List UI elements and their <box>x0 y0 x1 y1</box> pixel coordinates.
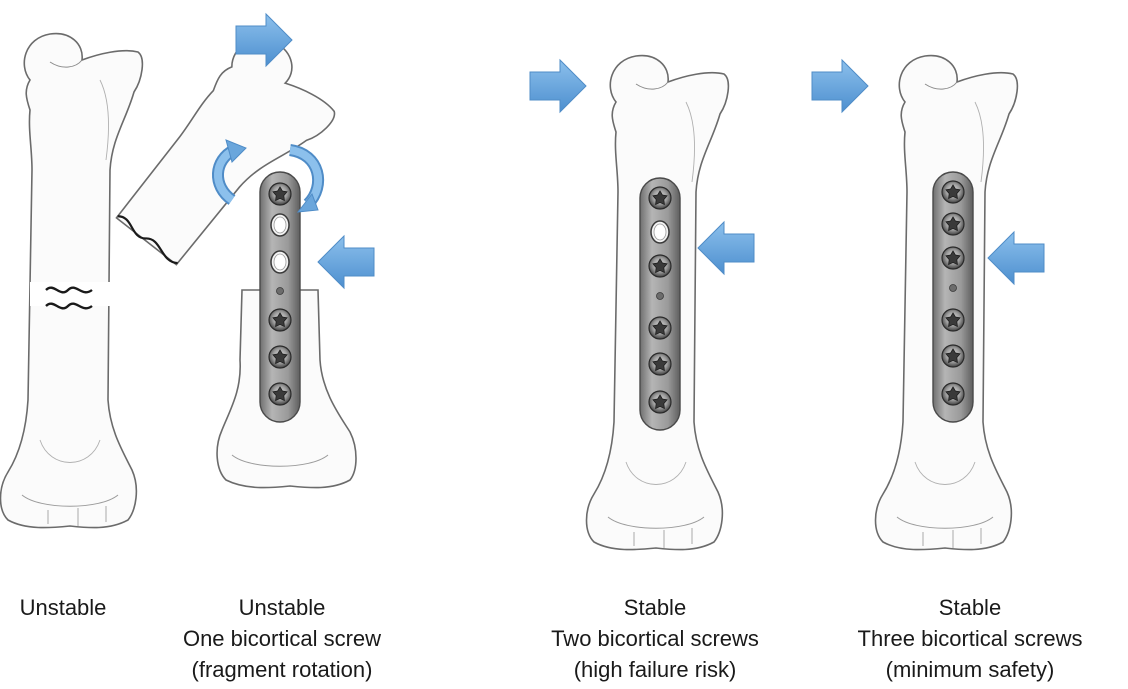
panel-1-femur <box>1 34 143 528</box>
caption-panel-2: Unstable One bicortical screw (fragment … <box>152 592 412 685</box>
small-hole-icon <box>277 288 284 295</box>
locking-screw-icon <box>942 181 964 203</box>
locking-screw-icon <box>649 187 671 209</box>
stability-label: Unstable <box>0 592 126 623</box>
screw-count-label: One bicortical screw <box>152 623 412 654</box>
blue-push-arrow-icon <box>988 232 1044 284</box>
locking-screw-icon <box>269 383 291 405</box>
locking-screw-icon <box>649 391 671 413</box>
blue-push-arrow-icon <box>812 60 868 112</box>
blue-push-arrow-icon <box>530 60 586 112</box>
locking-screw-icon <box>942 309 964 331</box>
locking-screw-icon <box>269 309 291 331</box>
note-label: (high failure risk) <box>510 654 800 685</box>
femur-illustration-1 <box>1 34 143 528</box>
stability-label: Stable <box>510 592 800 623</box>
note-label: (minimum safety) <box>820 654 1120 685</box>
caption-panel-3: Stable Two bicortical screws (high failu… <box>510 592 800 685</box>
empty-hole-icon <box>271 214 289 236</box>
blue-push-arrow-icon <box>318 236 374 288</box>
stability-label: Unstable <box>152 592 412 623</box>
locking-screw-icon <box>942 247 964 269</box>
locking-screw-icon <box>269 183 291 205</box>
blue-push-arrow-icon <box>698 222 754 274</box>
screw-count-label: Two bicortical screws <box>510 623 800 654</box>
panel-2-femur <box>110 14 374 488</box>
locking-screw-icon <box>942 345 964 367</box>
caption-panel-4: Stable Three bicortical screws (minimum … <box>820 592 1120 685</box>
panel-4-femur <box>812 56 1044 550</box>
locking-screw-icon <box>942 213 964 235</box>
panel-3-femur <box>530 56 754 550</box>
locking-screw-icon <box>269 346 291 368</box>
locking-screw-icon <box>649 317 671 339</box>
caption-panel-1: Unstable <box>0 592 126 623</box>
empty-hole-icon <box>651 221 669 243</box>
small-hole-icon <box>657 293 664 300</box>
empty-hole-icon <box>271 251 289 273</box>
fracture-line-icon <box>30 282 110 308</box>
stability-label: Stable <box>820 592 1120 623</box>
locking-screw-icon <box>942 383 964 405</box>
locking-screw-icon <box>649 255 671 277</box>
locking-screw-icon <box>649 353 671 375</box>
small-hole-icon <box>950 285 957 292</box>
note-label: (fragment rotation) <box>152 654 412 685</box>
screw-count-label: Three bicortical screws <box>820 623 1120 654</box>
